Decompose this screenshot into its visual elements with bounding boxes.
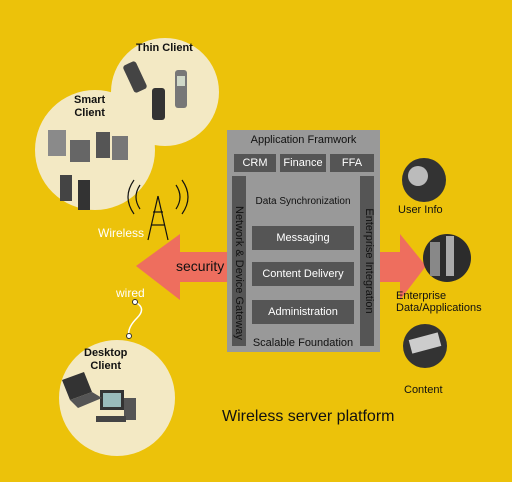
content-label: Content: [404, 384, 443, 396]
wired-label: wired: [116, 286, 145, 300]
module-finance: Finance: [280, 154, 326, 172]
desktop-computer-icon: [96, 390, 136, 422]
pda-icon: [48, 130, 128, 210]
thin-client-label: Thin Client: [136, 42, 193, 54]
smart-client-label: Smart Client: [74, 94, 106, 119]
scalable-foundation: Scalable Foundation: [252, 337, 354, 349]
laptop-icon: [62, 372, 102, 408]
integration-arrow: [376, 234, 426, 300]
security-arrow: [136, 234, 232, 300]
service-administration: Administration: [252, 300, 354, 324]
service-data-sync: Data Synchronization: [255, 196, 351, 207]
service-messaging: Messaging: [252, 226, 354, 250]
desktop-client-label: Desktop Client: [84, 347, 128, 372]
user-info-label: User Info: [398, 204, 443, 216]
wireless-label: Wireless: [98, 226, 145, 240]
antenna-tower-icon: [127, 179, 189, 241]
diagram-caption: Wireless server platform: [222, 408, 395, 425]
enterprise-integration-label: Enterprise Integration: [363, 208, 375, 314]
module-crm: CRM: [234, 154, 276, 172]
enterprise-label: Enterprise Data/Applications: [396, 290, 482, 314]
network-gateway-label: Network & Device Gateway: [233, 206, 245, 340]
security-label: security: [176, 258, 225, 274]
module-ffa: FFA: [330, 154, 374, 172]
wired-cable: [127, 301, 143, 337]
service-content-delivery: Content Delivery: [252, 262, 354, 286]
cell-phone-icon: [123, 61, 187, 120]
platform-header: Application Framwork: [250, 134, 357, 146]
